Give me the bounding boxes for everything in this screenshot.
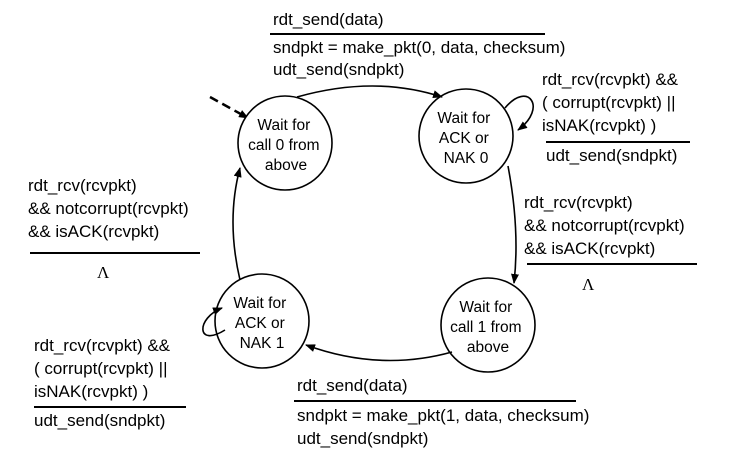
arrow-bottom (305, 344, 453, 362)
state-wait-ack-nak-1-label: Wait for ACK or NAK 1 (233, 295, 290, 352)
transition-top-action: sndpkt = make_pkt(0, data, checksum) udt… (273, 38, 570, 79)
transition-right-self-action: udt_send(sndpkt) (546, 146, 677, 165)
transition-left-self-action: udt_send(sndpkt) (34, 411, 165, 430)
transition-right-action: Λ (582, 275, 595, 294)
state-wait-call-0-label: Wait for call 0 from above (248, 117, 324, 174)
arrow-left (232, 167, 242, 281)
transition-right-event: rdt_rcv(rcvpkt) && notcorrupt(rcvpkt) &&… (524, 193, 689, 258)
arrow-top (296, 85, 443, 98)
state-wait-ack-nak-0 (418, 88, 514, 184)
state-wait-call-1-label: Wait for call 1 from above (450, 299, 526, 356)
initial-arrow (209, 95, 249, 120)
state-wait-call-1 (440, 277, 536, 373)
transition-right-self-event: rdt_rcv(rcvpkt) && ( corrupt(rcvpkt) || … (542, 70, 683, 135)
arrow-right-self-loop (504, 95, 534, 131)
state-wait-ack-nak-1 (214, 273, 310, 369)
state-wait-call-0 (237, 95, 333, 191)
transition-left-action: Λ (97, 263, 110, 282)
arrow-left-self-loop (202, 307, 226, 337)
transition-left-self-event: rdt_rcv(rcvpkt) && ( corrupt(rcvpkt) || … (34, 336, 175, 401)
arrow-right (507, 165, 519, 284)
state-wait-ack-nak-0-label: Wait for ACK or NAK 0 (437, 110, 494, 167)
transition-bottom-action: sndpkt = make_pkt(1, data, checksum) udt… (297, 406, 594, 448)
transition-left-event: rdt_rcv(rcvpkt) && notcorrupt(rcvpkt) &&… (28, 176, 193, 241)
transition-bottom-event: rdt_send(data) (297, 376, 408, 395)
transition-top-event: rdt_send(data) (273, 10, 384, 29)
